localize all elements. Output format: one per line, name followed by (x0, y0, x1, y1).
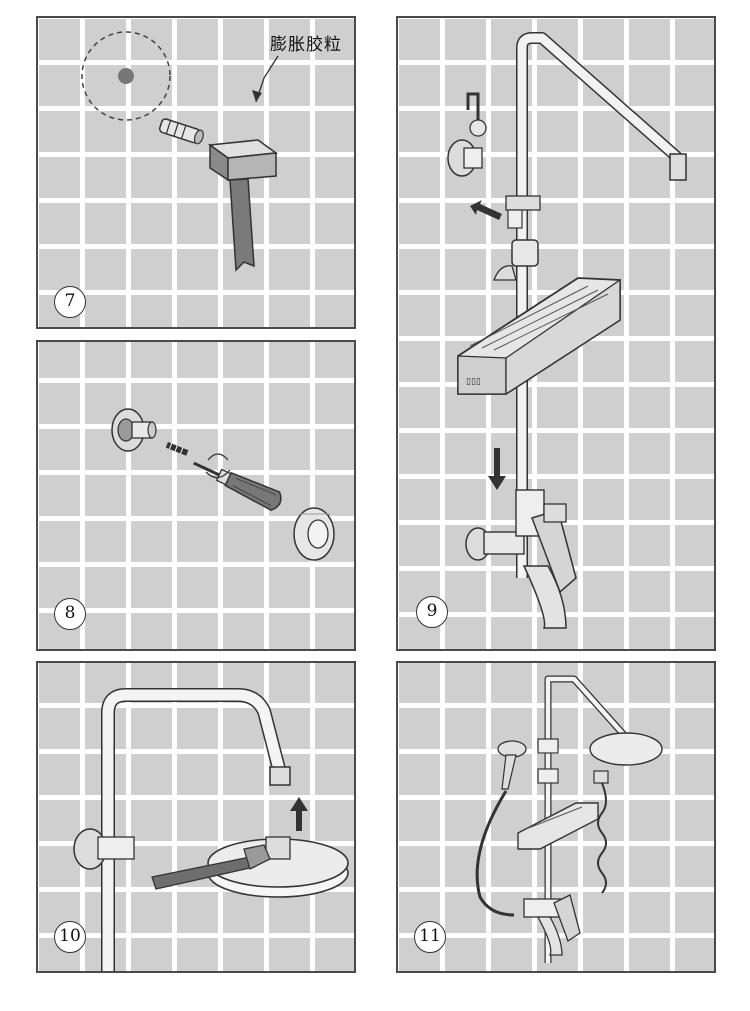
step-7-illustration (81, 31, 279, 272)
mixer-valve-icon (465, 489, 577, 629)
slide-bracket-icon (493, 239, 539, 281)
hammer-icon (207, 139, 279, 272)
drill-hole-outline (81, 31, 171, 121)
shelf-tray-icon: ▯▯▯ (457, 277, 621, 396)
step-8-illustration (111, 408, 335, 561)
wrench-icon (151, 844, 271, 890)
cover-ring-icon (293, 507, 335, 561)
bidet-sprayer-icon (593, 770, 609, 894)
step-8-panel: 8 (36, 340, 356, 651)
step-11-illustration (475, 675, 663, 963)
mixer-valve-icon (523, 894, 581, 956)
up-arrow-icon (290, 797, 308, 831)
screwdriver-icon (193, 461, 282, 511)
step-10-illustration (73, 688, 349, 971)
down-arrow-icon (488, 448, 506, 490)
push-arrow-icon (470, 200, 502, 220)
step-number-9: 9 (416, 596, 448, 628)
step-number-10: 10 (54, 921, 86, 953)
shelf-tray-icon (517, 802, 599, 850)
step-number-7: 7 (54, 286, 86, 318)
step-7-panel: 膨胀胶粒 7 (36, 16, 356, 329)
screw-icon (165, 442, 189, 456)
wall-bracket-icon (73, 828, 135, 870)
pipe-thread (269, 766, 291, 786)
shower-pipe (101, 688, 287, 971)
rotation-arrow-icon (205, 453, 231, 479)
slide-bracket-icon (537, 768, 559, 784)
pipe-clamp-icon (505, 195, 541, 229)
callout-arrowhead (252, 90, 262, 102)
wall-holder-icon (447, 92, 487, 177)
rain-shower-head-icon (589, 732, 663, 766)
shower-hose (475, 790, 515, 917)
step-9-panel: ▯▯▯ 9 (396, 16, 716, 651)
wall-bracket-icon (111, 408, 157, 452)
step-10-panel: 10 (36, 661, 356, 973)
expansion-plug-icon (158, 118, 204, 145)
svg-text:▯▯▯: ▯▯▯ (466, 377, 481, 387)
step-11-panel: 11 (396, 661, 716, 973)
step-number-11: 11 (414, 921, 446, 953)
expansion-plug-label: 膨胀胶粒 (270, 35, 342, 55)
rain-shower-head-icon (207, 836, 349, 898)
shower-arm-end (669, 153, 687, 181)
hand-shower-icon (497, 740, 527, 790)
step-number-8: 8 (54, 598, 86, 630)
pipe-clamp-icon (537, 738, 559, 754)
step-9-illustration: ▯▯▯ (447, 32, 687, 629)
drill-hole (118, 68, 134, 84)
